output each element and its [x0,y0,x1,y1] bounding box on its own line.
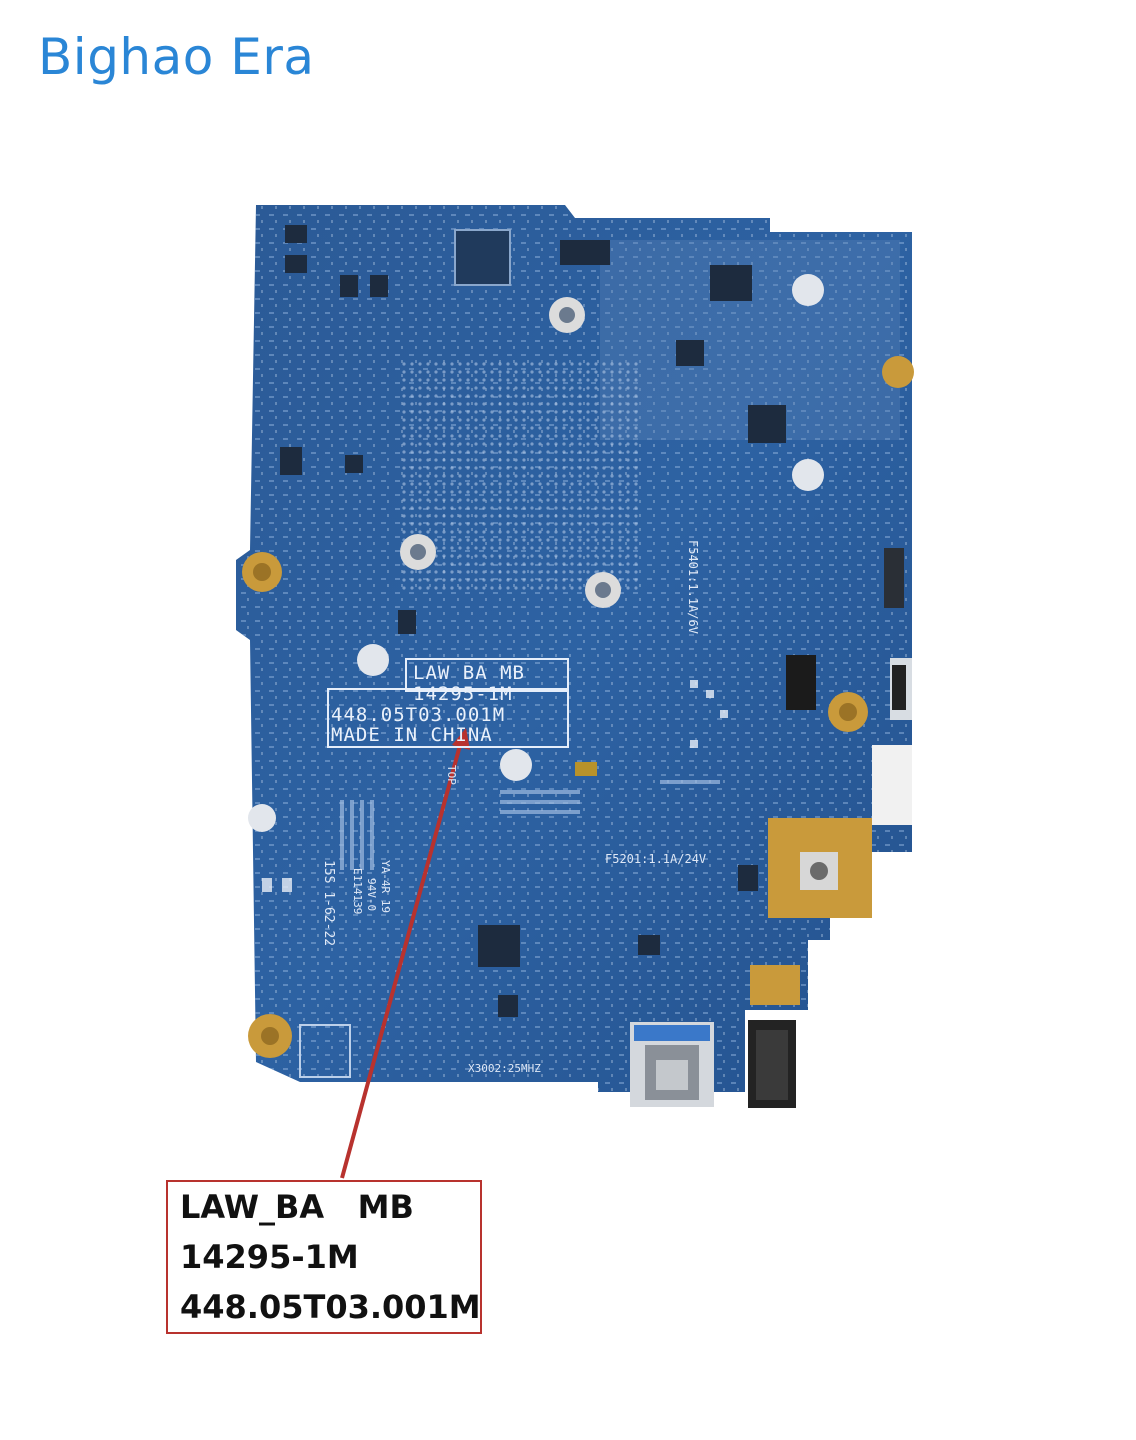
ul-marking-2: 94V-0 [365,878,378,912]
connector [872,745,912,825]
board-silkscreen-label: LAW BA MB 14295-1M 448.05T03.001M MADE I… [327,658,569,748]
callout-line-3: 448.05T03.001M [180,1288,481,1326]
part-number-callout: LAW_BA MB 14295-1M 448.05T03.001M [166,1180,482,1334]
gold-pad [750,965,800,1005]
fuse-label-f5201: F5201:1.1A/24V [605,852,707,866]
connector [786,655,816,710]
chip [454,229,511,286]
chip [498,995,518,1017]
date-marking: 15S 1-62-22 [321,860,336,947]
chip [560,240,610,265]
callout-arrow [340,737,464,1179]
chip [285,225,307,243]
chip [370,275,388,297]
chip [398,610,416,634]
connector [892,665,906,710]
gold-pad [882,356,914,388]
chip [285,255,307,273]
silk-line-1: LAW BA MB [413,662,525,684]
chip [345,455,363,473]
brand-watermark: Bighao Era [38,28,315,86]
ul-marking-3: E114139 [351,868,364,915]
silk-line-2: 14295-1M [413,683,513,705]
chip [738,865,758,891]
silk-line-4: MADE IN CHINA [331,724,493,746]
chip [748,405,786,443]
chip [340,275,358,297]
top-marking: TOP [445,765,458,785]
chip [478,925,520,967]
chip [676,340,704,366]
ul-marking-1: YA-4R 19 [379,860,392,913]
fuse-label-f5401: F5401:1.1A/6V [686,540,700,634]
chip [280,447,302,475]
connector [884,548,904,608]
callout-line-2: 14295-1M [180,1238,359,1276]
chip [710,265,752,301]
chip [575,762,597,776]
chip [638,935,660,955]
silk-line-3: 448.05T03.001M [331,704,506,726]
callout-line-1: LAW_BA MB [180,1188,414,1226]
crystal-label: X3002:25MHZ [468,1062,541,1075]
